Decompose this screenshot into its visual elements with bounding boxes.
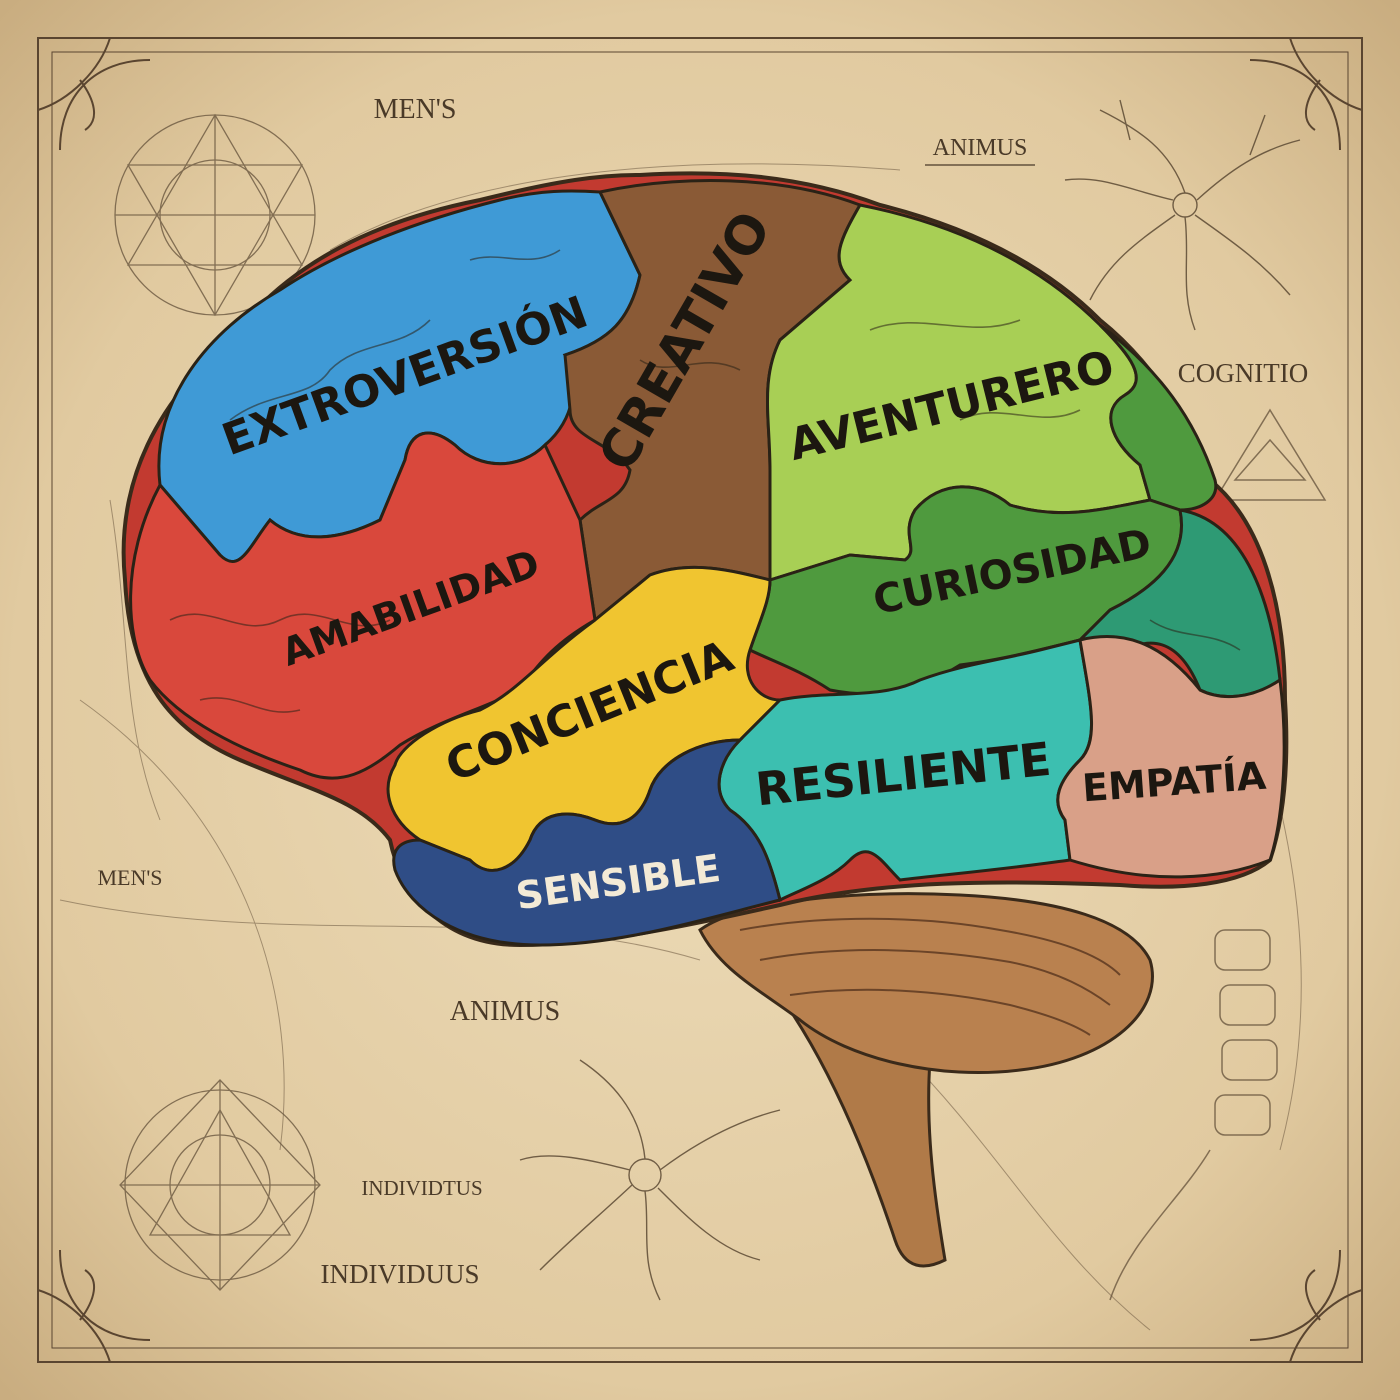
brain-gyri-lines — [169, 249, 1241, 713]
sketch-lines — [59, 163, 1302, 1331]
cerebellum-folds — [739, 917, 1121, 1036]
annotation-animus-top: ANIMUS — [933, 135, 1028, 161]
brain-stem — [786, 1007, 947, 1268]
ornamental-frame — [37, 37, 1363, 1363]
geometry-sketch-top — [114, 113, 316, 317]
annotation-mens-left: MEN'S — [97, 865, 162, 890]
annotation-cognitio: COGNITIO — [1178, 358, 1308, 388]
spine-sketch — [1109, 929, 1278, 1301]
triangle-sketch — [1213, 408, 1327, 501]
neuron-sketch-top-right — [1064, 99, 1301, 331]
annotation-mens-top: MEN'S — [374, 94, 457, 125]
annotation-individtus: INDIVIDTUS — [361, 1176, 482, 1200]
neuron-sketch-bottom — [519, 1059, 781, 1301]
geometry-sketch-bottom — [119, 1079, 321, 1291]
annotation-individuus: INDIVIDUUS — [321, 1259, 480, 1289]
region-sensitivity — [392, 738, 782, 947]
region-empathy — [1056, 635, 1286, 879]
annotation-animus-bottom: ANIMUS — [450, 996, 560, 1027]
